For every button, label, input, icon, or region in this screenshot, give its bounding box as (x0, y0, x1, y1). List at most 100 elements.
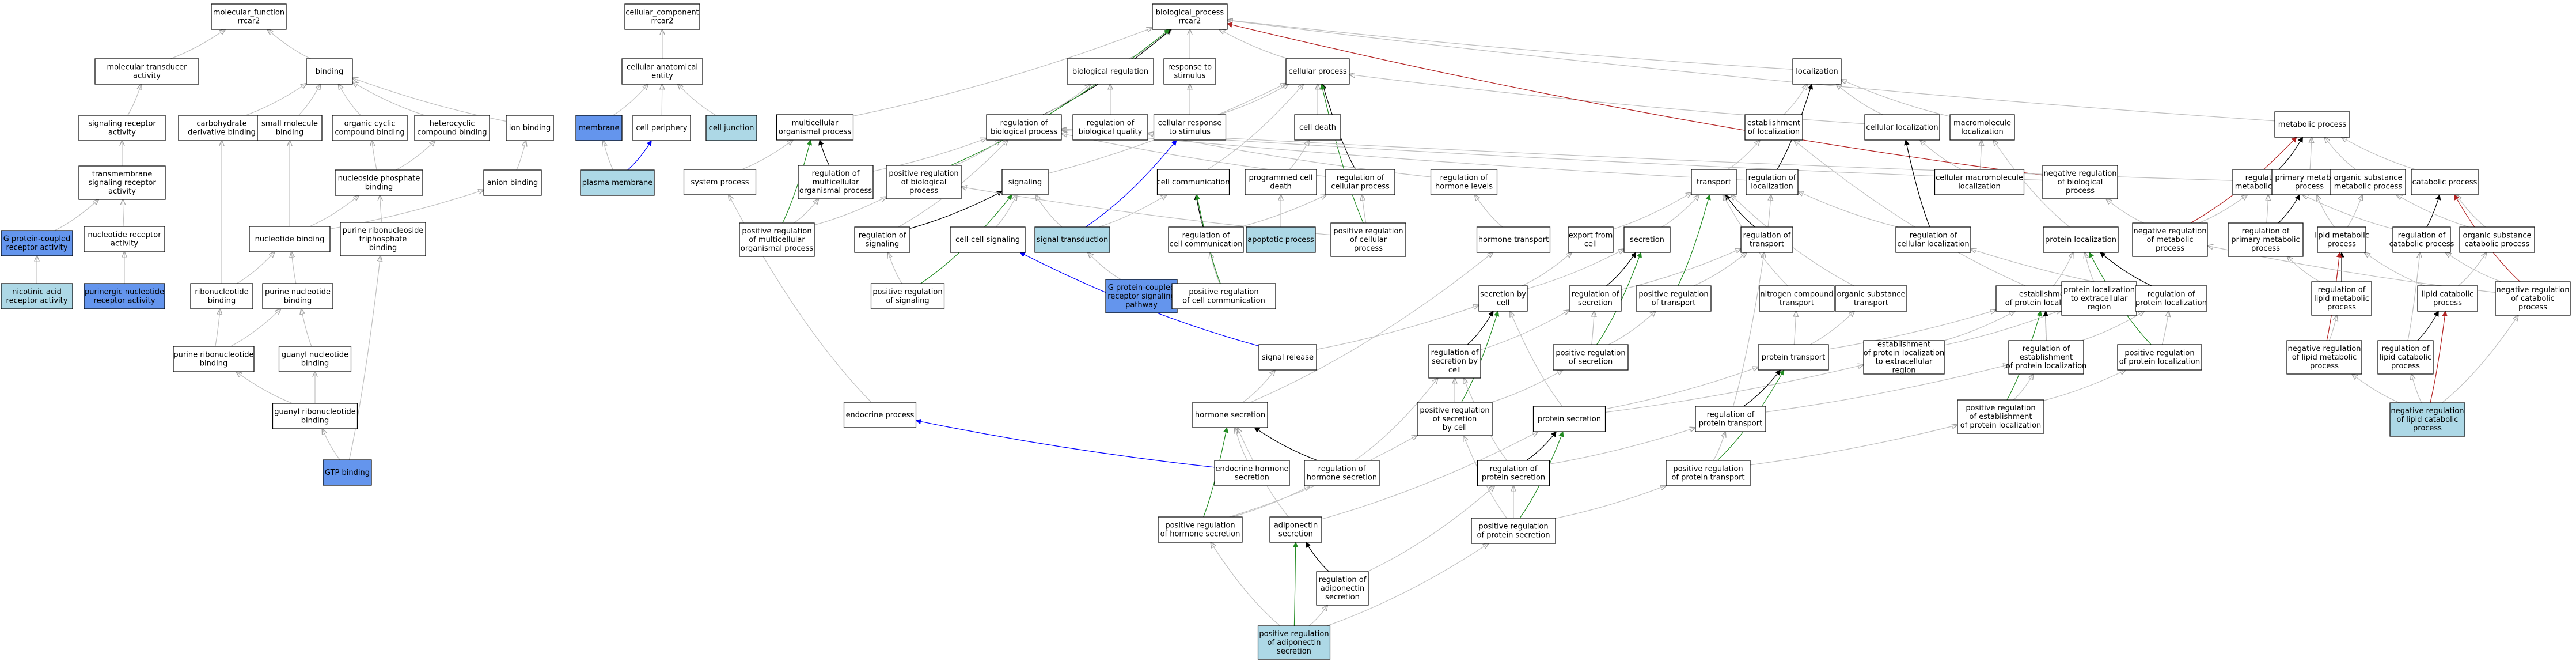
go-term-node-metabolic[interactable]: metabolic process (2274, 111, 2350, 138)
go-term-node-transport[interactable]: transport (1691, 169, 1737, 195)
go-term-node-hormone-transport[interactable]: hormone transport (1476, 226, 1551, 253)
go-term-node-binding[interactable]: binding (306, 58, 353, 85)
go-term-node-anion-binding[interactable]: anion binding (483, 169, 542, 196)
go-term-node-bio-reg[interactable]: biological regulation (1067, 58, 1154, 85)
go-term-node-signal-release[interactable]: signal release (1258, 344, 1317, 371)
go-term-node-hormone-secretion[interactable]: hormone secretion (1192, 402, 1268, 428)
go-term-node-localization[interactable]: localization (1792, 58, 1842, 85)
go-term-node-cell-periphery[interactable]: cell periphery (632, 115, 691, 141)
go-term-node-cell-death[interactable]: cell death (1294, 114, 1341, 141)
go-term-node-apoptotic[interactable]: apoptotic process (1246, 226, 1316, 253)
go-term-node-plasma-membrane[interactable]: plasma membrane (580, 169, 655, 196)
go-term-node-cellular-process[interactable]: cellular process (1285, 58, 1350, 85)
go-term-node-secretion[interactable]: secretion (1623, 226, 1671, 253)
go-term-node-membrane[interactable]: membrane (575, 115, 623, 141)
go-term-node-protein-loc[interactable]: protein localization (2043, 226, 2119, 253)
go-term-node-system-process[interactable]: system process (683, 169, 757, 195)
go-term-node-protein-transport[interactable]: protein transport (1758, 344, 1829, 371)
go-term-node-nucleotide-binding[interactable]: nucleotide binding (249, 226, 331, 252)
go-term-node-cell-cell-sig[interactable]: cell-cell signaling (950, 226, 1026, 253)
go-term-node-cell-comm[interactable]: cell communication (1156, 169, 1230, 195)
go-term-node-ion-binding[interactable]: ion binding (506, 115, 554, 141)
go-term-node-signal-transduction[interactable]: signal transduction (1034, 226, 1110, 253)
go-term-node-endocrine[interactable]: endocrine process (843, 402, 917, 428)
go-term-node-catabolic[interactable]: catabolic process (2411, 169, 2479, 195)
go-term-node-gtp-binding[interactable]: GTP binding (323, 459, 372, 486)
go-term-node-cell-junction[interactable]: cell junction (705, 115, 757, 141)
go-term-node-signaling[interactable]: signaling (1001, 169, 1049, 195)
